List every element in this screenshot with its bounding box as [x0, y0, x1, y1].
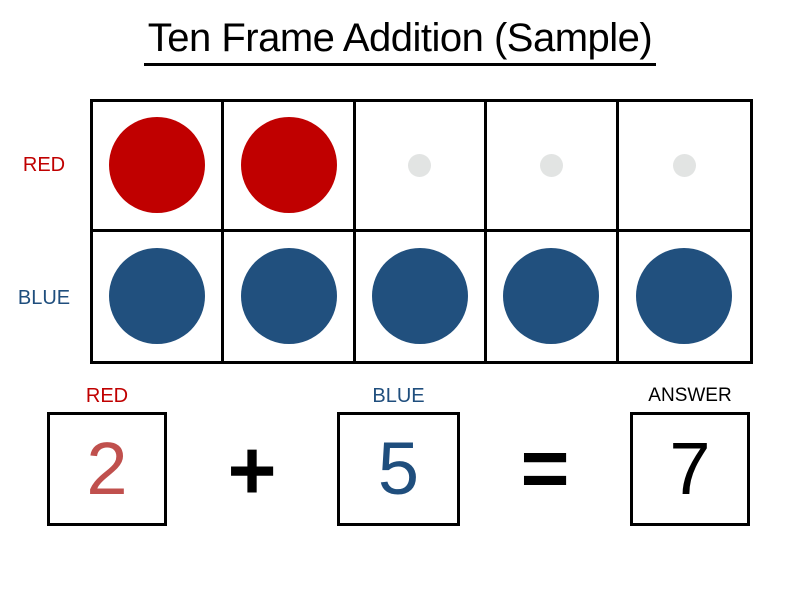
empty-cell-dot [539, 153, 563, 177]
blue-addend-value: 5 [377, 427, 420, 510]
blue-counter-dot [636, 248, 733, 345]
blue-addend-label: BLUE [372, 385, 425, 407]
red-addend-value: 2 [86, 427, 128, 510]
equals-sign: = [520, 421, 570, 515]
frame-cell [355, 231, 488, 361]
blue-addend-box: 5 [337, 412, 460, 526]
red-counter-dot [240, 117, 337, 214]
answer-value: 7 [669, 427, 711, 510]
frame-cell [355, 102, 488, 232]
frame-cell [93, 102, 225, 232]
red-addend-group: RED 2 [47, 384, 167, 526]
empty-cell-dot [672, 153, 696, 177]
plus-sign: + [227, 423, 277, 517]
row-label-blue: BLUE [17, 286, 71, 309]
frame-cell [224, 231, 356, 361]
blue-counter-dot [240, 248, 337, 345]
red-counter-dot [109, 117, 206, 214]
frame-cell [487, 102, 619, 232]
red-addend-box: 2 [47, 412, 167, 526]
title-wrap: Ten Frame Addition (Sample) [0, 16, 800, 66]
blue-counter-dot [503, 248, 600, 345]
red-addend-label: RED [85, 385, 129, 407]
frame-cell [487, 231, 619, 361]
frame-cell [618, 231, 750, 361]
row-label-red: RED [22, 153, 66, 176]
frame-cell [93, 231, 225, 361]
frame-cell [618, 102, 750, 232]
blue-counter-dot [371, 248, 468, 345]
answer-label: ANSWER [648, 385, 732, 406]
answer-group: ANSWER 7 [630, 384, 750, 526]
empty-cell-dot [408, 153, 432, 177]
frame-cell [224, 102, 356, 232]
page-title: Ten Frame Addition (Sample) [143, 16, 657, 66]
answer-box: 7 [630, 412, 750, 526]
ten-frame-grid [90, 99, 753, 364]
blue-counter-dot [109, 248, 206, 345]
blue-addend-group: BLUE 5 [337, 384, 460, 526]
